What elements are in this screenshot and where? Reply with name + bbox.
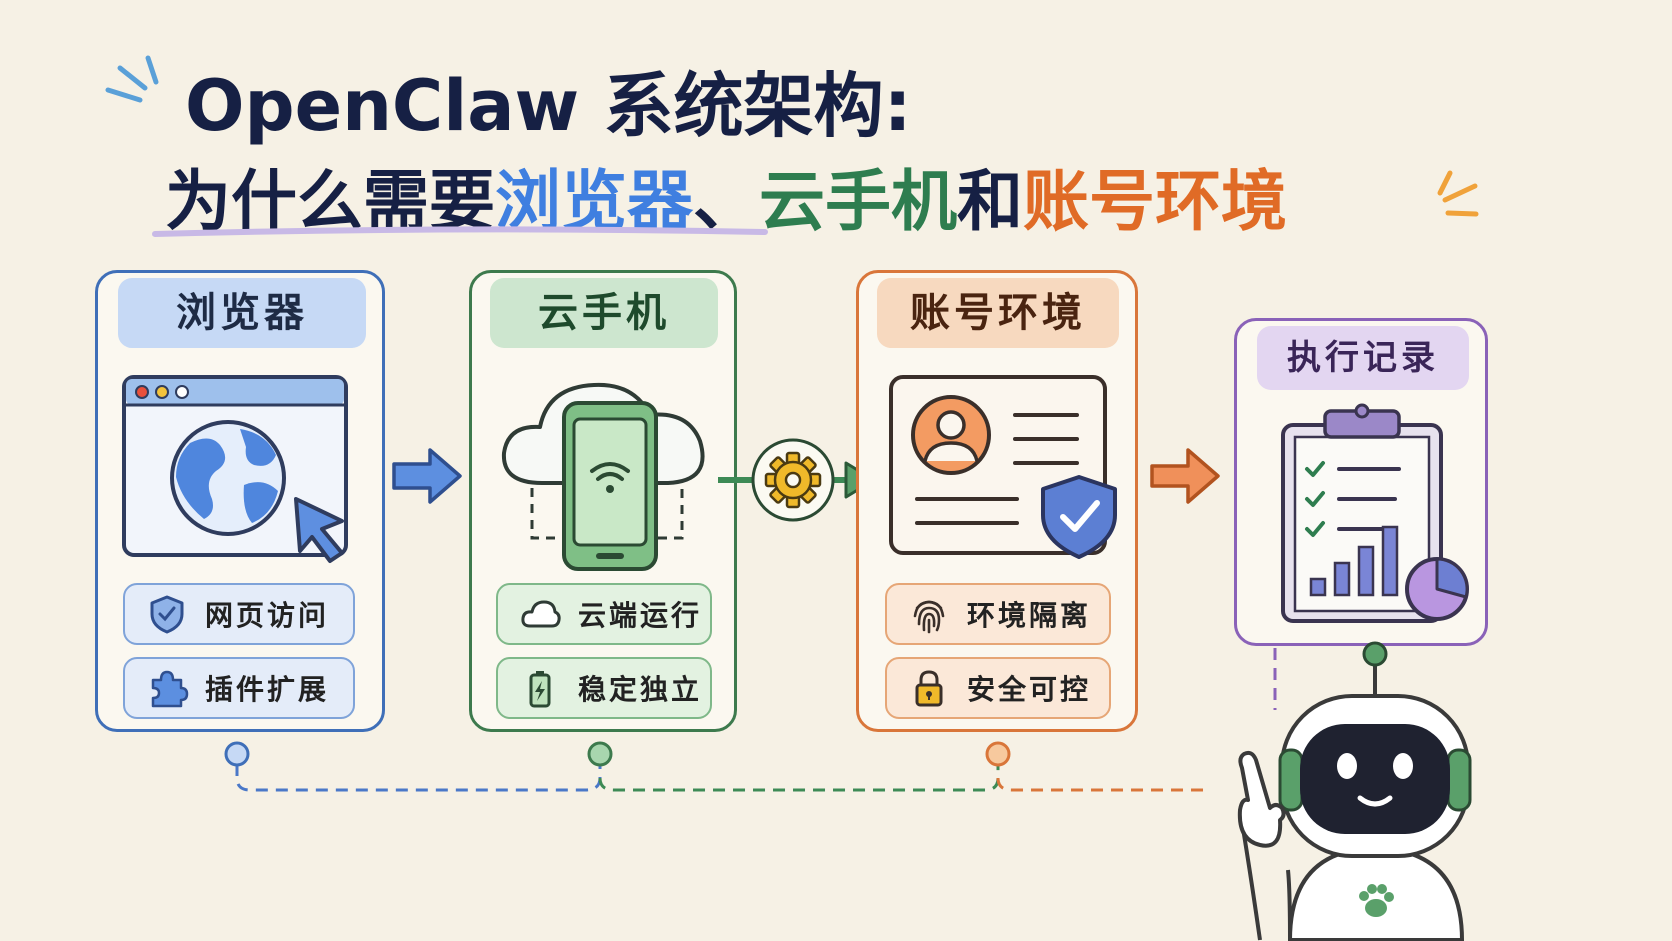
subtitle-phone: 云手机: [759, 163, 957, 240]
gear-connector: [718, 438, 876, 522]
arrow-right-icon: [1150, 448, 1220, 504]
phone-item-cloud-run: 云端运行: [496, 583, 712, 645]
account-env-card: 账号环境 环境隔离 安全可控: [856, 270, 1138, 732]
page-subtitle: 为什么需要浏览器、云手机和账号环境: [165, 148, 1287, 244]
execution-record-card-title: 执行记录: [1257, 326, 1469, 390]
phone-item-label: 云端运行: [578, 599, 703, 632]
subtitle-and: 和: [957, 163, 1023, 240]
subtitle-account: 账号环境: [1023, 163, 1287, 240]
sparkle-left-icon: [105, 55, 159, 103]
subtitle-separator: 、: [693, 163, 759, 240]
battery-bolt-icon: [520, 668, 560, 708]
cloud-phone-card: 云手机 云端运行 稳定独立: [469, 270, 737, 732]
browser-item-web-access: 网页访问: [123, 583, 355, 645]
dashed-connection-line: [224, 648, 1277, 792]
arrow-right-icon: [392, 448, 462, 504]
page-title: OpenClaw 系统架构:: [185, 65, 912, 147]
shield-icon: [147, 594, 187, 634]
title-underline: [152, 226, 768, 237]
account-env-card-title: 账号环境: [877, 278, 1119, 348]
account-item-isolation: 环境隔离: [885, 583, 1111, 645]
account-item-label: 安全可控: [967, 673, 1092, 706]
browser-item-label: 网页访问: [205, 599, 330, 632]
browser-globe-cursor-icon: [122, 375, 348, 563]
clipboard-checklist-chart-icon: [1281, 403, 1469, 623]
browser-item-plugins: 插件扩展: [123, 657, 355, 719]
phone-item-label: 稳定独立: [578, 673, 703, 706]
browser-card-title: 浏览器: [118, 278, 366, 348]
lock-icon: [909, 668, 949, 708]
phone-item-stable: 稳定独立: [496, 657, 712, 719]
browser-item-label: 插件扩展: [205, 673, 330, 706]
fingerprint-icon: [909, 594, 949, 634]
cloud-icon: [520, 594, 561, 634]
execution-record-card: 执行记录: [1234, 318, 1488, 646]
cloud-phone-card-title: 云手机: [490, 278, 718, 348]
account-item-label: 环境隔离: [967, 599, 1092, 632]
account-item-secure: 安全可控: [885, 657, 1111, 719]
gear-icon: [764, 451, 822, 509]
puzzle-icon: [147, 668, 189, 708]
profile-card-shield-icon: [889, 375, 1117, 559]
browser-card: 浏览器 网页访问 插件扩展: [95, 270, 385, 732]
sparkle-right-icon: [1437, 170, 1479, 217]
robot-mascot-icon: [1237, 641, 1472, 941]
cloud-phone-wifi-icon: [501, 382, 705, 571]
